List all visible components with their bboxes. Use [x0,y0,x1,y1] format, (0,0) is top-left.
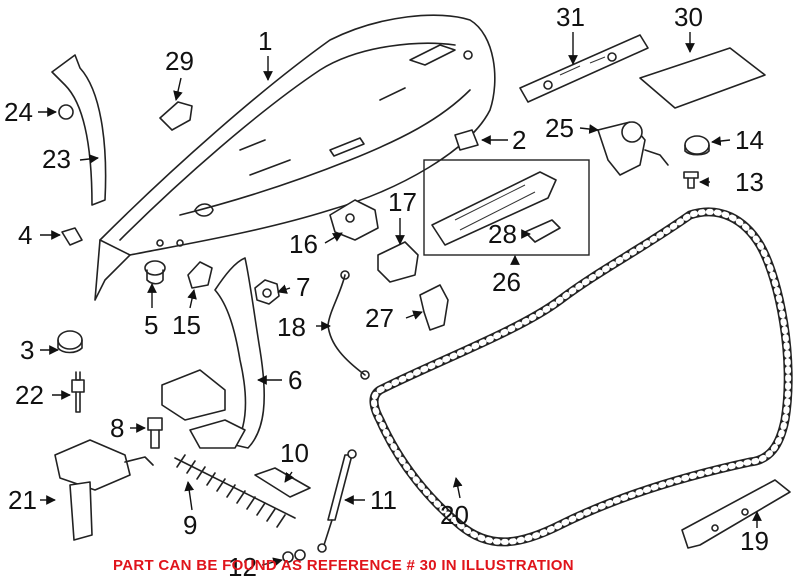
callout-12: 12 [228,552,257,580]
bolt-13 [683,171,699,189]
hinge-6 [161,257,266,449]
callout-11: 11 [370,485,397,515]
callout-18: 18 [277,312,306,342]
actuator-17 [377,241,419,283]
handle-assembly-26-box [423,159,590,256]
bracket-10 [254,467,311,498]
callout-2: 2 [512,125,526,155]
callout-8: 8 [110,413,124,443]
callout-23: 23 [42,144,71,174]
lock-cylinder-25 [597,121,669,176]
bumper-2 [454,129,479,151]
callout-31: 31 [556,2,585,32]
callout-17: 17 [388,187,417,217]
callout-30: 30 [674,2,703,32]
callout-1: 1 [258,26,272,56]
callout-9: 9 [183,510,197,540]
cap-3 [57,330,83,354]
callout-19: 19 [740,526,769,556]
strip-31 [519,34,649,103]
hook-27 [419,284,449,331]
bracket-29 [159,101,193,131]
callout-7: 7 [296,272,310,302]
leader-arrows [38,32,762,567]
callout-21: 21 [8,485,37,515]
callout-10: 10 [280,438,309,468]
bolt-8 [147,417,163,449]
cap-14 [684,135,710,156]
callout-5: 5 [144,310,158,340]
latch-16 [329,199,379,241]
strut-motor-21 [54,439,154,541]
callout-labels: 1 2 3 4 5 6 7 8 9 10 11 12 13 14 15 16 1… [4,2,769,580]
callout-14: 14 [735,125,764,155]
callout-20: 20 [440,500,469,530]
trim-strip [51,54,107,206]
callout-15: 15 [172,310,201,340]
buffer-5 [144,260,166,285]
callout-4: 4 [18,220,32,250]
callout-29: 29 [165,46,194,76]
callout-28: 28 [488,219,517,249]
bracket-19 [681,479,791,549]
plate-30 [639,47,766,109]
gas-strut-11 [317,449,357,553]
grommet-4 [61,227,83,246]
callout-13: 13 [735,167,764,197]
trunk-lid [94,14,496,301]
callout-3: 3 [20,335,34,365]
stud-22 [71,371,85,413]
callout-16: 16 [289,229,318,259]
clip-12 [282,549,306,563]
callout-27: 27 [365,303,394,333]
nut-7 [254,279,280,305]
callout-24: 24 [4,97,33,127]
callout-26: 26 [492,267,521,297]
callout-6: 6 [288,365,302,395]
buffer-15 [187,261,213,289]
cable-18 [327,270,370,380]
spring-9 [174,454,296,528]
callout-25: 25 [545,113,574,143]
weatherstrip-20 [369,207,793,547]
callout-22: 22 [15,380,44,410]
reference-notice: PART CAN BE FOUND AS REFERENCE # 30 IN I… [113,557,574,574]
